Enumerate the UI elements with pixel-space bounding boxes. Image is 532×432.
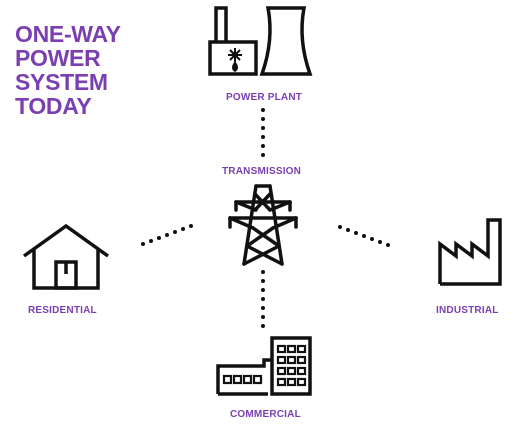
residential-label: RESIDENTIAL [28,305,97,316]
transmission-label: TRANSMISSION [222,166,302,177]
connector-transmission-to-residential [141,224,193,246]
industrial-label: INDUSTRIAL [436,305,499,316]
diagram-title: ONE-WAY POWER SYSTEM TODAY [15,22,121,118]
title-line-4: TODAY [15,93,92,119]
connector-transmission-to-commercial [261,270,265,328]
title-line-1: ONE-WAY [15,21,121,47]
title-line-2: POWER [15,45,101,71]
factory-icon [438,218,502,286]
house-icon [22,223,110,290]
power-plant-icon [208,6,313,76]
connector-transmission-to-industrial [338,225,390,247]
transmission-tower-icon [228,184,298,266]
power-plant-label: POWER PLANT [226,92,303,103]
commercial-buildings-icon [216,336,312,396]
connector-plant-to-transmission [261,108,265,157]
title-line-3: SYSTEM [15,69,108,95]
commercial-label: COMMERCIAL [230,409,301,420]
